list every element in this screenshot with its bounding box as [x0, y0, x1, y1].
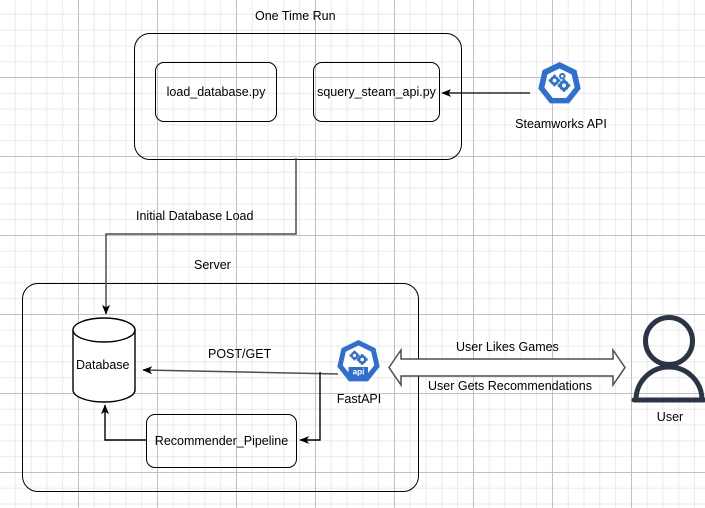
- edge-label-user-likes-games: User Likes Games: [456, 340, 559, 354]
- fastapi-caption: FastAPI: [336, 392, 382, 406]
- user-icon[interactable]: [631, 315, 705, 403]
- one-time-run-container[interactable]: [134, 33, 462, 160]
- recommender-pipeline-label: Recommender_Pipeline: [154, 434, 289, 448]
- steamworks-api-icon[interactable]: [538, 62, 581, 104]
- script-box-load-database[interactable]: load_database.py: [155, 62, 277, 122]
- script-box-squery-steam-api[interactable]: squery_steam_api.py: [313, 62, 440, 122]
- user-caption: User: [656, 410, 684, 424]
- steamworks-api-caption: Steamworks API: [515, 117, 607, 131]
- script-label: squery_steam_api.py: [317, 85, 436, 99]
- one-time-run-title: One Time Run: [255, 9, 336, 23]
- database-label: Database: [76, 358, 130, 372]
- server-title: Server: [194, 258, 231, 272]
- edge-label-initial-database-load: Initial Database Load: [136, 209, 254, 223]
- recommender-pipeline-box[interactable]: Recommender_Pipeline: [146, 414, 297, 468]
- script-label: load_database.py: [166, 85, 266, 99]
- edge-label-post-get: POST/GET: [208, 347, 272, 361]
- edge-label-user-gets-recommendations: User Gets Recommendations: [428, 379, 592, 393]
